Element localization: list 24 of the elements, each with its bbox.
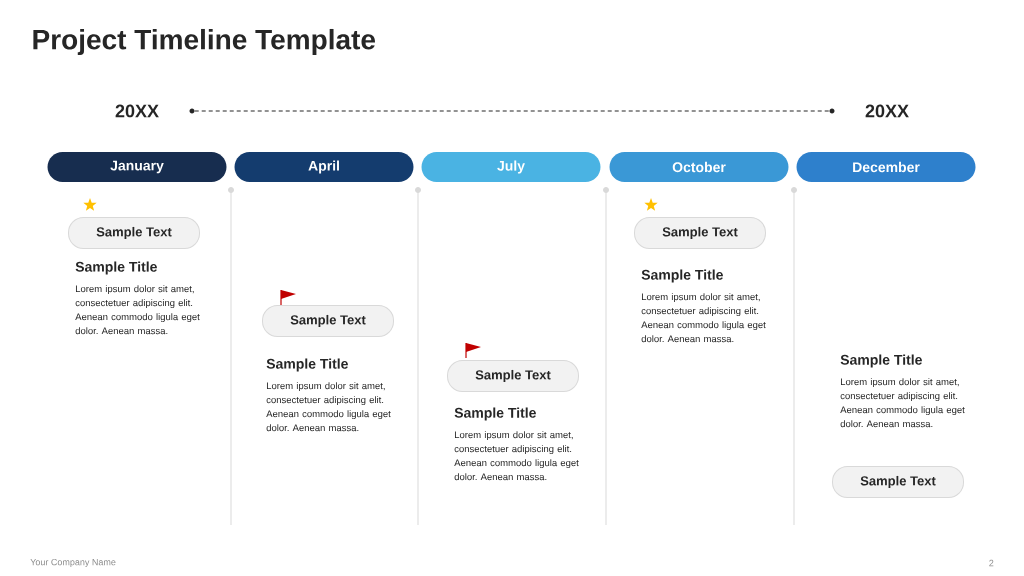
sample-title: Sample Title (266, 358, 348, 372)
page-number: 2 (989, 559, 994, 567)
sample-text-pill: Sample Text (68, 217, 200, 249)
sample-title: Sample Title (840, 354, 922, 368)
year-label: 20XX (865, 104, 909, 118)
footer-text: Your Company Name (30, 558, 116, 568)
month-bar: April (234, 152, 414, 182)
month-bar: January (47, 152, 227, 182)
sample-text-pill: Sample Text (634, 217, 766, 249)
body-text: Lorem ipsum dolor sit amet, consectetuer adipiscing elit. Aenean commodo ligula eget dolor. Aenean massa. (641, 293, 766, 343)
body-text: Lorem ipsum dolor sit amet, consectetuer adipiscing elit. Aenean commodo ligula eget dolor. Aenean massa. (840, 378, 965, 428)
sample-title: Sample Title (454, 407, 536, 421)
sample-text-pill: Sample Text (832, 466, 964, 498)
year-label: 20XX (115, 104, 159, 118)
month-bar: October (609, 152, 789, 182)
body-text: Lorem ipsum dolor sit amet, consectetuer adipiscing elit. Aenean commodo ligula eget dolor. Aenean massa. (266, 382, 391, 432)
body-text: Lorem ipsum dolor sit amet, consectetuer adipiscing elit. Aenean commodo ligula eget dolor. Aenean massa. (75, 285, 200, 335)
month-bar: December (796, 152, 976, 182)
month-bar: July (421, 152, 601, 182)
sample-text-pill: Sample Text (447, 360, 579, 392)
title: Project Timeline Template (33, 28, 375, 56)
sample-title: Sample Title (641, 269, 723, 283)
body-text: Lorem ipsum dolor sit amet, consectetuer adipiscing elit. Aenean commodo ligula eget dolor. Aenean massa. (454, 431, 579, 481)
sample-text-pill: Sample Text (262, 305, 394, 337)
